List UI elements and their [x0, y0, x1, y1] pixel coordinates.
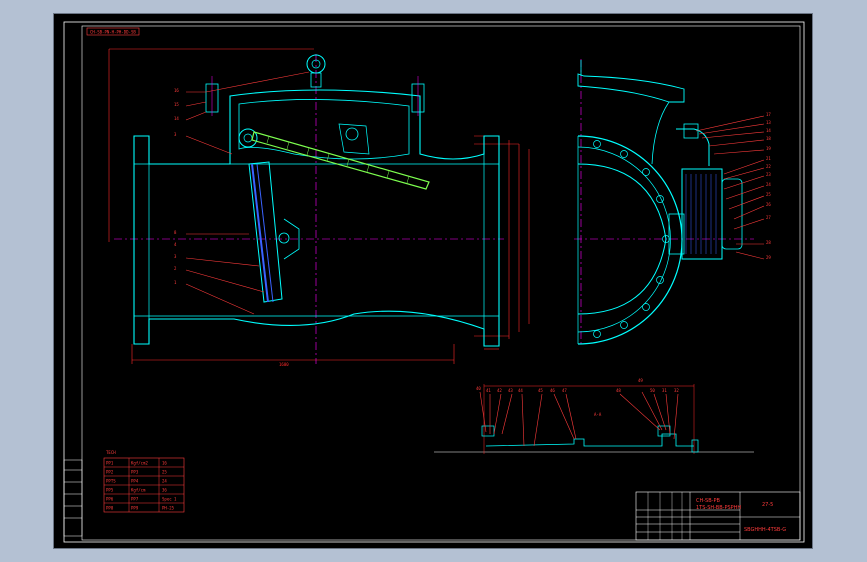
outer-border [63, 21, 805, 543]
spec-cell: PPTS [106, 479, 116, 484]
stamp-text: CH-SB-PN-H-PH-DD-SB [90, 30, 136, 35]
bottom-balloon-47: 47 [562, 388, 567, 393]
side-balloon-26: 26 [766, 202, 771, 207]
valve-assembly-drawing: CH-SB-PN-H-PH-DD-SB 1600 [63, 21, 805, 543]
spec-table-heading: TECH [106, 450, 116, 455]
title-drawing-number: SBGHHH-4TSB-G [744, 527, 786, 533]
side-balloon-23: 23 [766, 172, 771, 177]
bottom-balloon-43: 43 [508, 388, 513, 393]
spec-cell: PP9 [131, 506, 139, 511]
balloon-3a: 3 [174, 132, 177, 137]
spec-cell: PP5 [106, 488, 114, 493]
cad-drawing-sheet: CH-SB-PN-H-PH-DD-SB 1600 [54, 14, 812, 548]
bottom-balloon-42: 42 [497, 388, 502, 393]
main-valve-body-view: 1600 [108, 48, 530, 367]
balloon-16: 16 [174, 88, 179, 93]
spec-cell: 16 [162, 461, 167, 466]
spec-cell: PP1 [106, 461, 114, 466]
spec-cell: 24 [162, 479, 167, 484]
balloon-4: 4 [174, 242, 177, 247]
side-balloon-21: 21 [766, 156, 771, 161]
spec-cell: PH-25 [162, 506, 175, 511]
spec-cell: 36 [162, 488, 167, 493]
balloon-2: 2 [174, 266, 177, 271]
title-name-line-2: 1TS-SH-BB-PSPHH [696, 505, 741, 511]
title-name-line-1: CH-SB-PB [696, 498, 720, 504]
spec-cell: Spec 1 [162, 497, 177, 502]
bottom-balloon-49: 49 [638, 378, 643, 383]
spec-cell: Kgf/cm2 [131, 461, 148, 466]
balloon-15: 15 [174, 102, 179, 107]
bottom-balloon-41: 41 [486, 388, 491, 393]
spec-cell: PP4 [131, 479, 139, 484]
spec-cell: 25 [162, 470, 167, 475]
side-view: 17 13 14 18 19 21 22 23 24 25 26 27 28 2… [574, 59, 771, 345]
bottom-balloon-32: 32 [674, 388, 679, 393]
spec-cell: PP7 [131, 497, 139, 502]
side-balloon-13: 13 [766, 120, 771, 125]
bottom-balloon-48: 48 [616, 388, 621, 393]
balloon-8: 8 [174, 230, 177, 235]
spec-cell: PP6 [106, 497, 114, 502]
balloon-1: 1 [174, 280, 177, 285]
bottom-balloon-45: 45 [538, 388, 543, 393]
side-balloon-24: 24 [766, 182, 771, 187]
title-revision-code: 27-5 [762, 502, 773, 508]
side-balloon-22: 22 [766, 164, 771, 169]
bottom-balloon-40: 40 [476, 386, 481, 391]
balloon-14: 14 [174, 116, 179, 121]
spec-cell: Kgf/cm [131, 488, 146, 493]
inner-border [81, 25, 801, 541]
bottom-balloon-50: 50 [650, 388, 655, 393]
side-balloon-29: 29 [766, 255, 771, 260]
stamp-box [86, 27, 140, 36]
spec-cell: PP3 [131, 470, 139, 475]
title-block: CH-SB-PB 1TS-SH-BB-PSPHH 27-5 SBGHHH-4TS… [635, 491, 801, 541]
spec-cell: PP2 [106, 470, 114, 475]
bottom-balloon-44: 44 [518, 388, 523, 393]
bottom-section-view: A-A 40 41 42 43 44 45 46 47 48 49 50 31 … [434, 378, 754, 454]
bottom-balloon-46: 46 [550, 388, 555, 393]
section-label: A-A [594, 412, 602, 417]
balloon-3b: 3 [174, 254, 177, 259]
side-balloon-17: 17 [766, 112, 771, 117]
bottom-balloon-31: 31 [662, 388, 667, 393]
side-balloon-28: 28 [766, 240, 771, 245]
overall-length-dimension: 1600 [279, 362, 289, 367]
side-balloon-19: 19 [766, 146, 771, 151]
side-balloon-18: 18 [766, 136, 771, 141]
spec-cell: PP8 [106, 506, 114, 511]
side-balloon-14: 14 [766, 128, 771, 133]
revision-strip [63, 459, 83, 537]
side-balloon-27: 27 [766, 215, 771, 220]
side-balloon-25: 25 [766, 192, 771, 197]
